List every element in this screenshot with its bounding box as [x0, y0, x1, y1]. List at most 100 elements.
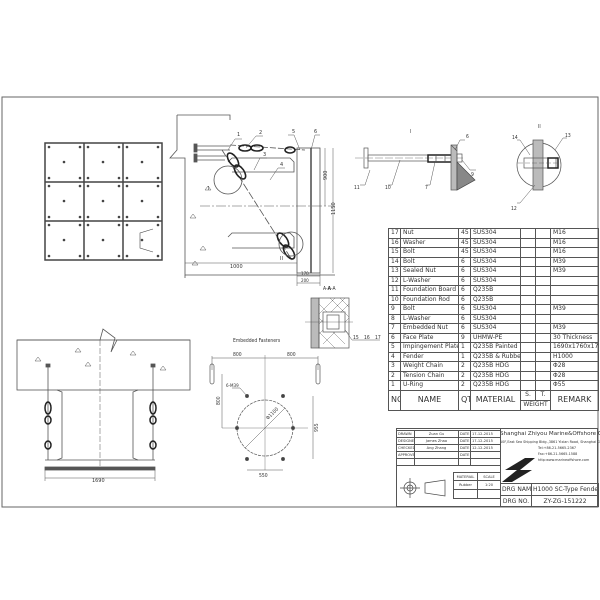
signoff-row: APPROVEDDATE [396, 451, 501, 459]
dim-955: 955 [314, 423, 320, 432]
balloon-6b: 6 [466, 134, 469, 140]
material-label: MATERIAL [453, 472, 478, 481]
side-view-labels: 1 2 3 4 5 6 I II 900 1150 1000 170 200 A… [208, 129, 337, 292]
section-aa-labels: A-A 15 16 17 [323, 286, 381, 341]
drawing-id-table: DRG NAMEH1000 SC-Type Fender DRG NO.ZY-Z… [500, 483, 599, 507]
drg-name-label: DRG NAME [500, 483, 532, 496]
side-view [169, 114, 335, 286]
dim-800-vertical: 800 [216, 396, 222, 405]
embedded-fasteners-labels: Embedded Fasteners 800 800 800 955 550 Φ… [216, 338, 320, 479]
balloon-11: 11 [354, 185, 360, 191]
dim-800-left: 800 [233, 352, 242, 358]
detail-ii-labels: II 14 13 12 [511, 124, 571, 212]
detail-ii-title: II [538, 124, 541, 130]
company-fax: Fax:+86-21-5665-1588 [538, 452, 578, 456]
section-aa-view [305, 297, 380, 349]
embedded-fasteners-view [209, 355, 321, 471]
balloon-12: 12 [511, 206, 517, 212]
company-address: 10F,East Sea Shipping Bldg.,3861 Yixian … [500, 440, 600, 444]
detail-marker-i: I [208, 186, 209, 192]
dim-1690: 1690 [92, 478, 105, 484]
drg-no-value: ZY-ZG-151222 [531, 495, 599, 507]
header-material: MATERIAL [470, 389, 521, 411]
scale-label: SCALE [477, 472, 501, 481]
company-tel: Tel:+86-21-5665-2367 [538, 446, 577, 450]
company-web: http:www.marineoffshore.com [538, 458, 590, 462]
company-name: Shanghai Zhiyou Marine&Offshore Co., Ltd [500, 431, 600, 437]
balloon-5: 5 [292, 129, 295, 135]
dim-1150: 1150 [331, 202, 337, 215]
front-view [16, 328, 191, 481]
balloon-15: 15 [353, 335, 359, 341]
header-weight: WEIGHT [520, 399, 551, 411]
balloon-13: 13 [565, 133, 571, 139]
header-s: S. [520, 389, 536, 401]
scale-value: 1:20 [477, 480, 501, 490]
balloon-4: 4 [280, 162, 283, 168]
dim-550: 550 [259, 473, 268, 479]
balloon-9: 9 [471, 172, 474, 178]
face-plate-grid-view [44, 142, 163, 261]
section-label-aa-side: A-A [328, 286, 336, 292]
header-name: NAME [400, 389, 459, 411]
drg-name-value: H1000 SC-Type Fender [531, 483, 599, 496]
company-logo [502, 458, 535, 482]
title-block-divider [500, 428, 501, 507]
detail-ii-view [516, 137, 567, 204]
dim-diameter: Φ1100 [265, 406, 280, 421]
detail-marker-ii: II [280, 256, 283, 262]
balloon-16: 16 [364, 335, 370, 341]
section-aa-title: A-A [323, 286, 331, 292]
dim-800-right: 800 [287, 352, 296, 358]
balloon-3: 3 [263, 152, 266, 158]
detail-i-labels: I 6 7 9 10 11 [354, 129, 474, 191]
balloon-7: 7 [425, 185, 428, 191]
drg-no-label: DRG NO. [500, 495, 532, 507]
dim-170: 170 [301, 271, 309, 277]
balloon-10: 10 [385, 185, 391, 191]
balloon-14: 14 [512, 135, 518, 141]
detail-i-view [355, 139, 476, 191]
projection-symbol [400, 478, 446, 498]
material-value: Rubber [453, 480, 478, 490]
detail-i-title: I [410, 129, 411, 135]
embedded-fasteners-title: Embedded Fasteners [233, 338, 281, 344]
dim-900: 900 [323, 171, 329, 180]
table-header-row-2: WEIGHT [389, 399, 599, 411]
header-t: T. [535, 389, 551, 401]
header-qty: QTY [458, 389, 471, 411]
bolt-callout: 6-M39 [226, 383, 239, 389]
dim-200: 200 [301, 278, 309, 284]
balloon-17: 17 [375, 335, 381, 341]
company-info: Shanghai Zhiyou Marine&Offshore Co., Ltd… [500, 430, 600, 463]
balloon-6: 6 [314, 129, 317, 135]
header-no: NO [388, 389, 401, 411]
dim-1000: 1000 [230, 264, 243, 270]
table-header-row: NO NAME QTY MATERIAL S. T. REMARK [388, 389, 599, 411]
balloon-1: 1 [237, 132, 240, 138]
header-remark: REMARK [550, 389, 599, 411]
